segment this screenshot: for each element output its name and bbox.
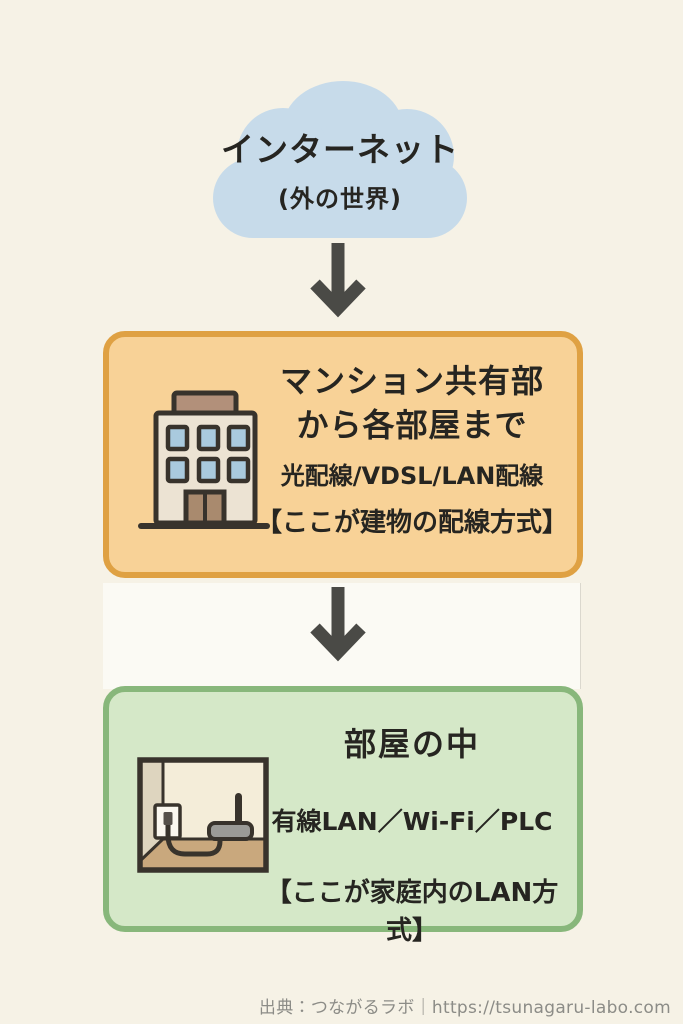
room-outlet-router-icon [136, 756, 270, 874]
cloud-subtitle: (外の世界) [278, 184, 402, 213]
building-wiring-note: 【ここが建物の配線方式】 [255, 508, 568, 538]
cloud-title: インターネット [221, 130, 459, 169]
cloud-text: インターネット (外の世界) [195, 130, 485, 214]
building-card-title: マンション共有部 から各部屋まで [249, 359, 575, 447]
arrow-down-icon [308, 242, 368, 320]
room-lan-methods: 有線LAN／Wi-Fi／PLC [271, 807, 553, 836]
arrow-down-icon [308, 586, 368, 664]
building-wiring-card: マンション共有部 から各部屋まで 光配線/VDSL/LAN配線 【ここが建物の配… [103, 331, 583, 578]
source-credit: 出典：つながるラボ｜https://tsunagaru-labo.com [258, 998, 671, 1018]
building-card-title-line1: マンション共有部 [279, 362, 544, 400]
apartment-building-icon [137, 389, 271, 533]
building-wiring-methods: 光配線/VDSL/LAN配線 [280, 462, 544, 490]
building-card-title-line2: から各部屋まで [296, 406, 528, 444]
room-lan-note: 【ここが家庭内のLAN方式】 [265, 878, 559, 946]
room-lan-card: 部屋の中 有線LAN／Wi-Fi／PLC 【ここが家庭内のLAN方式】 [103, 686, 583, 946]
room-card-title: 部屋の中 [343, 725, 480, 763]
internet-cloud: インターネット (外の世界) [195, 76, 485, 241]
